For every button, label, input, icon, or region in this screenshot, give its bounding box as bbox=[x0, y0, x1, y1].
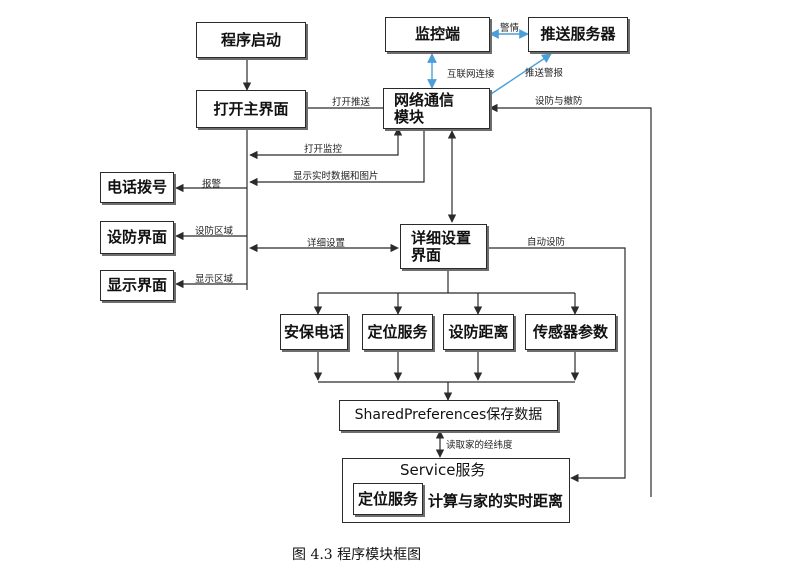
box-sensor-params: 传感器参数 bbox=[525, 314, 616, 350]
box-display-ui: 显示界面 bbox=[100, 270, 174, 301]
label-push-alarm: 推送警报 bbox=[525, 68, 564, 79]
arrow-arm-disarm bbox=[489, 103, 652, 497]
arrow-open-monitor bbox=[249, 127, 403, 160]
label-open-push: 打开推送 bbox=[332, 97, 371, 108]
arrow-auto-defense bbox=[487, 247, 626, 483]
realtime-distance-text: 计算与家的实时距离 bbox=[428, 492, 564, 510]
figure-caption: 图 4.3 程序模块框图 bbox=[292, 547, 422, 563]
label-defense-area: 设防区域 bbox=[195, 226, 234, 237]
box-defense-distance: 设防距离 bbox=[443, 314, 514, 350]
box-open-main: 打开主界面 bbox=[196, 90, 306, 128]
box-monitor-client: 监控端 bbox=[385, 17, 490, 52]
box-program-start: 程序启动 bbox=[196, 22, 306, 58]
box-phone-dial: 电话拨号 bbox=[100, 172, 174, 203]
label-detail-set: 详细设置 bbox=[307, 238, 346, 249]
service-title: Service服务 bbox=[400, 461, 486, 479]
label-show-realtime: 显示实时数据和图片 bbox=[293, 171, 379, 182]
label-internet-connect: 互联网连接 bbox=[447, 69, 495, 80]
box-location-service: 定位服务 bbox=[362, 314, 433, 350]
arrow-show-realtime bbox=[249, 128, 425, 187]
label-alarm-info: 警情 bbox=[500, 23, 520, 34]
box-shared-preferences: SharedPreferences保存数据 bbox=[339, 400, 558, 431]
box-defense-ui: 设防界面 bbox=[100, 221, 174, 254]
box-detail-settings: 详细设置 界面 bbox=[400, 224, 487, 269]
box-inner-location-service: 定位服务 bbox=[353, 483, 423, 515]
box-security-phone: 安保电话 bbox=[280, 314, 348, 350]
box-network-module: 网络通信 模块 bbox=[383, 88, 490, 129]
label-auto-defense: 自动设防 bbox=[527, 237, 566, 248]
label-display-area: 显示区域 bbox=[195, 274, 234, 285]
label-arm-disarm: 设防与撤防 bbox=[535, 96, 583, 107]
label-read-home-coords: 读取家的经纬度 bbox=[446, 440, 513, 451]
label-open-monitor: 打开监控 bbox=[304, 144, 343, 155]
box-push-server: 推送服务器 bbox=[528, 17, 628, 52]
arrow-push-alarm bbox=[490, 53, 552, 95]
label-alarm: 报警 bbox=[202, 179, 222, 190]
